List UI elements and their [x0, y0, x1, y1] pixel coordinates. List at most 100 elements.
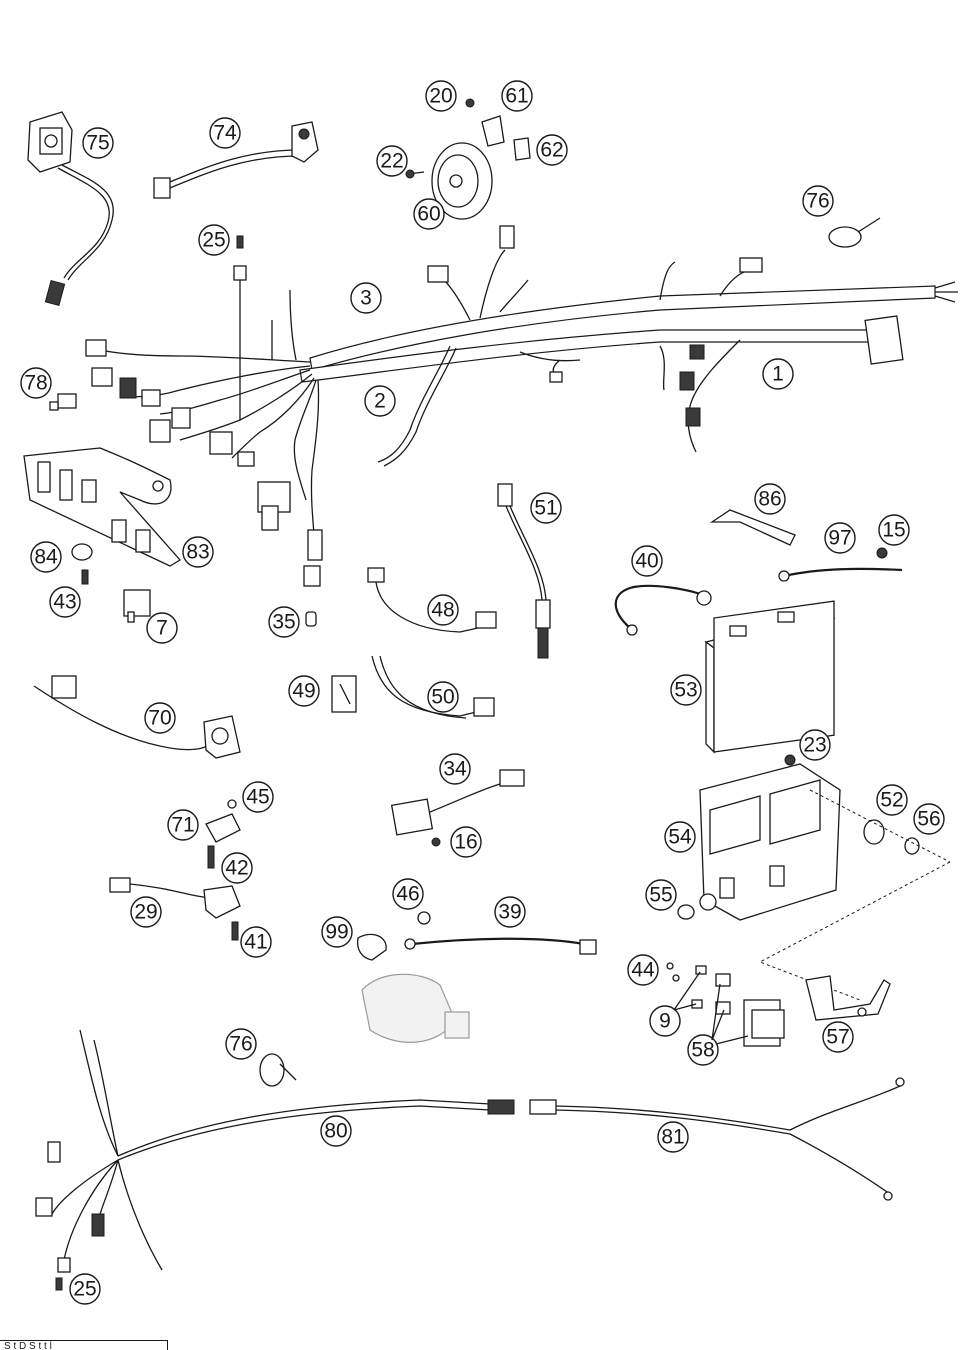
svg-text:80: 80 [324, 1120, 347, 1143]
svg-text:39: 39 [498, 901, 521, 924]
callout-51: 51 [530, 492, 562, 524]
callout-49: 49 [288, 675, 320, 707]
svg-text:40: 40 [635, 550, 658, 573]
part-51-sensor [497, 483, 551, 659]
svg-text:83: 83 [186, 541, 209, 564]
part-35-bulb [305, 611, 317, 627]
part-54-battery-box [699, 763, 841, 921]
callout-44: 44 [627, 954, 659, 986]
callout-1: 1 [762, 358, 794, 390]
part-25-pin-top [236, 235, 244, 249]
svg-text:86: 86 [758, 488, 781, 511]
part-58-relays [715, 973, 785, 1047]
part-43-bolt [81, 569, 89, 585]
svg-text:76: 76 [806, 190, 829, 213]
svg-text:74: 74 [213, 122, 237, 145]
callout-60: 60 [413, 198, 445, 230]
svg-text:3: 3 [360, 287, 372, 310]
svg-text:51: 51 [534, 497, 557, 520]
callout-99: 99 [321, 916, 353, 948]
callout-34: 34 [439, 753, 471, 785]
callout-50: 50 [427, 681, 459, 713]
callout-43: 43 [49, 586, 81, 618]
svg-text:78: 78 [24, 372, 47, 395]
part-45-nut [227, 799, 237, 809]
callout-25-top: 25 [198, 224, 230, 256]
svg-text:57: 57 [826, 1026, 849, 1049]
svg-text:97: 97 [828, 527, 851, 550]
callout-84: 84 [30, 541, 62, 573]
leader-58 [711, 983, 749, 1045]
svg-text:20: 20 [429, 85, 452, 108]
svg-text:29: 29 [134, 901, 157, 924]
svg-text:58: 58 [691, 1039, 714, 1062]
part-76-cable-tie [828, 217, 881, 248]
part-71-cover [205, 813, 241, 843]
callout-57: 57 [822, 1021, 854, 1053]
footer-caption: S t D S t t l [0, 1340, 168, 1350]
svg-text:75: 75 [86, 132, 109, 155]
part-48-cable [367, 567, 497, 633]
callout-76-top: 76 [802, 185, 834, 217]
svg-text:61: 61 [505, 85, 528, 108]
part-70-switch [33, 675, 241, 759]
part-9-fuse [691, 965, 707, 1009]
svg-text:43: 43 [53, 591, 76, 614]
svg-text:22: 22 [380, 150, 403, 173]
svg-text:49: 49 [292, 680, 315, 703]
callout-7: 7 [146, 612, 178, 644]
svg-text:25: 25 [73, 1278, 96, 1301]
svg-text:44: 44 [631, 959, 655, 982]
callout-39: 39 [494, 896, 526, 928]
callout-22: 22 [376, 145, 408, 177]
callout-81: 81 [657, 1121, 689, 1153]
part-74-cable [153, 121, 319, 199]
callout-55: 55 [645, 879, 677, 911]
callout-9: 9 [649, 1005, 681, 1037]
callout-80: 80 [320, 1115, 352, 1147]
callout-97: 97 [824, 522, 856, 554]
svg-text:42: 42 [225, 857, 248, 880]
callout-3: 3 [350, 282, 382, 314]
svg-text:54: 54 [668, 826, 692, 849]
svg-text:7: 7 [156, 617, 168, 640]
callout-20: 20 [425, 80, 457, 112]
callout-71: 71 [167, 809, 199, 841]
svg-text:15: 15 [882, 519, 905, 542]
callout-54: 54 [664, 821, 696, 853]
part-39-cable [404, 937, 597, 955]
part-55-bushing [677, 904, 695, 920]
part-76-cable-tie-lower [259, 1053, 297, 1087]
callout-16: 16 [450, 826, 482, 858]
callout-42: 42 [221, 852, 253, 884]
part-40-cable [614, 584, 712, 636]
callout-52: 52 [876, 784, 908, 816]
part-57-bracket [805, 975, 891, 1021]
part-29-cable [109, 877, 241, 941]
part-83-bracket [23, 447, 182, 567]
callout-40: 40 [631, 545, 663, 577]
svg-text:52: 52 [880, 789, 903, 812]
part-46-nut [417, 911, 431, 925]
main-harness [299, 225, 958, 467]
callout-61: 61 [501, 80, 533, 112]
part-60-horn [405, 98, 531, 220]
svg-text:99: 99 [325, 921, 348, 944]
svg-text:50: 50 [431, 686, 454, 709]
callout-23: 23 [799, 729, 831, 761]
callout-56: 56 [913, 803, 945, 835]
svg-text:48: 48 [431, 599, 454, 622]
part-44-screws [666, 962, 680, 982]
callout-83: 83 [182, 536, 214, 568]
callout-46: 46 [392, 878, 424, 910]
callout-78: 78 [20, 367, 52, 399]
callout-15: 15 [878, 514, 910, 546]
svg-text:84: 84 [34, 546, 58, 569]
part-84-clip [71, 543, 93, 561]
part-86-strap [709, 509, 796, 546]
callout-29: 29 [130, 896, 162, 928]
svg-text:1: 1 [772, 363, 784, 386]
svg-text:76: 76 [229, 1033, 252, 1056]
callout-58: 58 [687, 1034, 719, 1066]
